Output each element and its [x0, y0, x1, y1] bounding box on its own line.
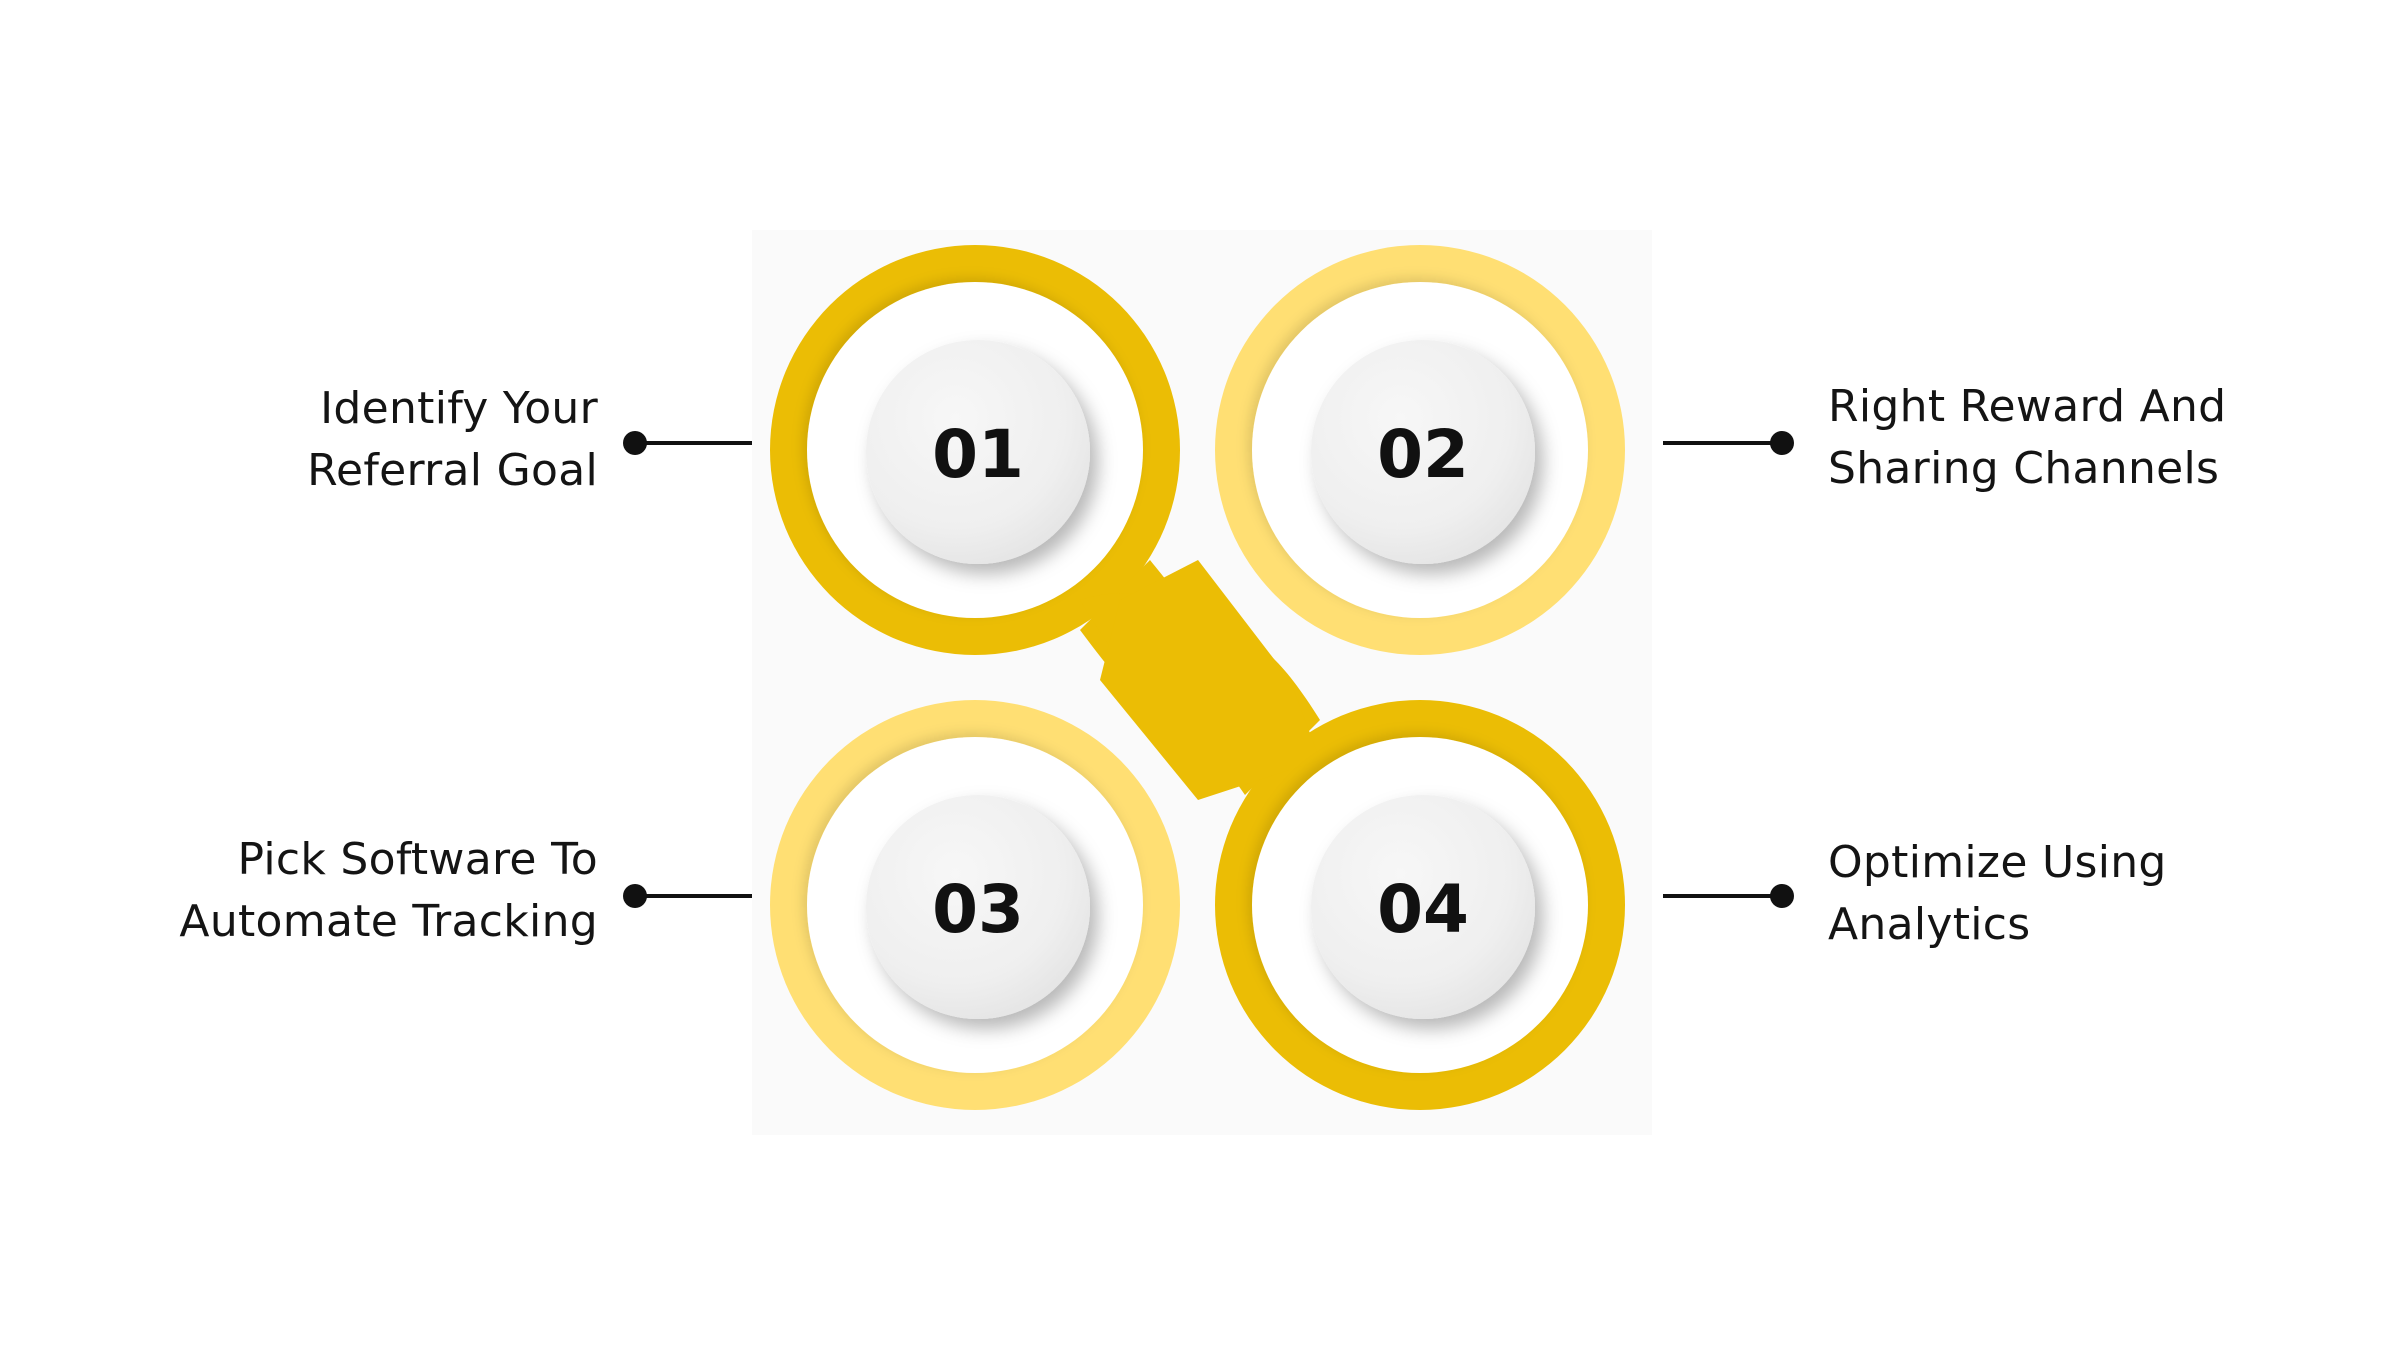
step-label-04-line-2: Analytics: [1828, 899, 2031, 950]
disc-03: [866, 795, 1090, 1019]
step-label-03-line-1: Pick Software To: [237, 834, 598, 885]
disc-02: [1311, 340, 1535, 564]
step-label-01: Identify Your Referral Goal: [307, 378, 598, 502]
step-label-01-line-2: Referral Goal: [307, 445, 598, 496]
step-label-02-line-2: Sharing Channels: [1828, 443, 2220, 494]
step-label-03-line-2: Automate Tracking: [179, 896, 598, 947]
connector-04: [1663, 884, 1794, 908]
step-number-03: 03: [932, 871, 1024, 948]
disc-01: [866, 340, 1090, 564]
step-label-04-line-1: Optimize Using: [1828, 837, 2167, 888]
connector-03: [623, 884, 752, 908]
connector-02: [1663, 431, 1794, 455]
step-label-04: Optimize Using Analytics: [1828, 832, 2167, 956]
step-number-04: 04: [1377, 871, 1469, 948]
step-label-03: Pick Software To Automate Tracking: [179, 829, 598, 953]
step-label-02: Right Reward And Sharing Channels: [1828, 376, 2226, 500]
step-number-02: 02: [1377, 416, 1469, 493]
disc-04: [1311, 795, 1535, 1019]
step-number-01: 01: [932, 416, 1024, 493]
step-label-02-line-1: Right Reward And: [1828, 381, 2227, 432]
connector-01: [623, 431, 752, 455]
step-label-01-line-1: Identify Your: [320, 383, 598, 434]
center-core: [1100, 560, 1320, 800]
